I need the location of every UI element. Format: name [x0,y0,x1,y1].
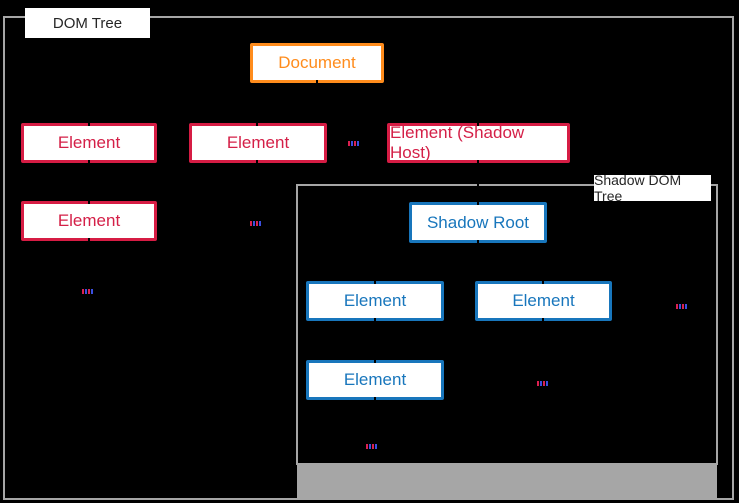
document-node: Document [250,43,384,83]
connector-line [477,103,479,126]
connector-line [88,103,90,126]
connector-line [316,80,318,103]
connector-line [256,160,258,216]
ellipsis-icon [366,444,377,449]
ellipsis-icon [676,304,687,309]
connector-line [374,262,376,284]
shadow-host-node: Element (Shadow Host) [387,123,570,163]
connector-line [88,160,90,204]
ellipsis-icon [250,221,261,226]
element-node: Element [306,360,444,400]
connector-line [88,238,90,286]
connector-line [374,397,376,440]
connector-line [681,262,683,300]
shadow-dom-tree-container [296,184,718,465]
element-node: Element [475,281,612,321]
connector-line [477,160,479,205]
ellipsis-icon [348,141,359,146]
connector-line [256,103,258,126]
shadow-dom-tree-label: Shadow DOM Tree [594,172,711,204]
element-node: Element [189,123,327,163]
element-node: Element [21,123,157,163]
ellipsis-icon [82,289,93,294]
gray-bar [297,465,717,499]
dom-tree-container [3,16,734,500]
connector-line [375,262,683,264]
dom-tree-label: DOM Tree [25,8,150,38]
ellipsis-icon [537,381,548,386]
connector-line [88,103,478,105]
connector-line [374,318,376,363]
connector-line [477,240,479,262]
connector-line [542,262,544,284]
element-node: Element [21,201,157,241]
shadow-root-node: Shadow Root [409,202,547,243]
element-node: Element [306,281,444,321]
connector-line [542,318,544,376]
